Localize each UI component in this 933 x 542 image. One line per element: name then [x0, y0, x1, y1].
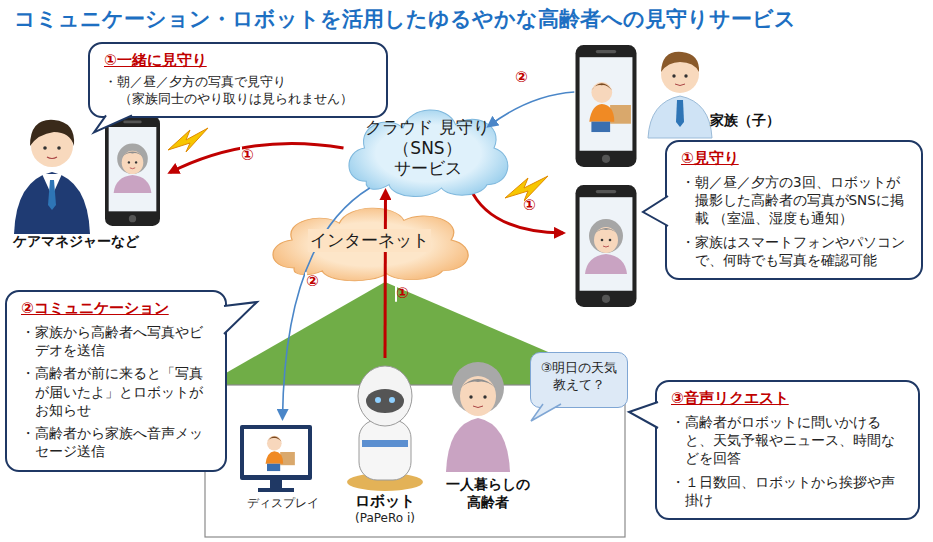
connector-arrow	[170, 143, 344, 172]
data-arrow	[470, 188, 563, 233]
node-text: (PaPeRo i)	[335, 511, 435, 525]
node-text: 家族（子）	[710, 112, 785, 130]
node-text: ・高齢者から家族へ音声メッセージ送信	[21, 424, 213, 460]
display-group: ディスプレイ	[235, 418, 330, 513]
speech-bubble: ③明日の天気 教えて？	[530, 352, 628, 408]
elderly-person	[446, 362, 510, 472]
elderly-group: 一人暮らしの 高齢者	[440, 362, 535, 512]
callout-tail	[529, 351, 530, 352]
display	[240, 425, 312, 492]
callout-number: ①	[395, 284, 397, 302]
node-text: ③明日の天気 教えて？	[537, 360, 621, 394]
signal-bolt	[505, 176, 548, 201]
callout-box: ②コミュニケーション・家族から高齢者へ写真やビデオを送信・高齢者が前に来ると「写…	[5, 290, 227, 472]
connector-arrow	[384, 191, 388, 358]
node-text: ・家族はスマートフォンやパソコンで、何時でも写真を確認可能	[681, 233, 909, 269]
node-text: ・１日数回、ロボットから挨拶や声掛け	[671, 473, 906, 509]
cloud-service: クラウド 見守り（SNS） サービス	[340, 98, 515, 198]
node-text: ・朝／昼／夕方の3回、ロボットが撮影した高齢者の写真がSNSに掲載 （室温、湿度…	[681, 173, 909, 228]
callout-number: ②	[305, 272, 307, 290]
family-person	[648, 52, 712, 138]
node-text: ・家族から高齢者へ写真やビデオを送信	[21, 323, 213, 359]
callout-heading: ①見守り	[681, 149, 909, 168]
connector-arrow	[283, 188, 370, 418]
callout-tail	[655, 380, 656, 381]
node-text: クラウド 見守り（SNS） サービス	[364, 117, 492, 178]
node-text: ディスプレイ	[235, 495, 330, 512]
callout-box: ③音声リクエスト・高齢者がロボットに問いかけると、天気予報やニュース、時間などを…	[655, 380, 920, 520]
callout-tail	[665, 140, 666, 141]
callout-number: ②	[514, 68, 516, 86]
callout-box: ①見守り・朝／昼／夕方の3回、ロボットが撮影した高齢者の写真がSNSに掲載 （室…	[665, 140, 923, 280]
callout-number: ①	[240, 146, 242, 164]
connector-arrow	[489, 92, 575, 126]
node-text: ロボット	[335, 492, 435, 511]
node-text: （家族同士のやり取りは見られません）	[104, 91, 374, 108]
callout-number: ①	[522, 196, 524, 214]
node-text: ・高齢者が前に来ると「写真が届いたよ」とロボットがお知らせ	[21, 364, 213, 419]
node-text: ・高齢者がロボットに問いかけると、天気予報やニュース、時間などを回答	[671, 413, 906, 468]
callout-heading: ③音声リクエスト	[671, 389, 906, 408]
callout-tail	[5, 290, 6, 291]
callout-heading: ①一緒に見守り	[104, 51, 374, 70]
callout-heading: ②コミュニケーション	[21, 299, 213, 318]
node-text: インターネット	[308, 229, 431, 252]
signal-bolt	[168, 128, 208, 152]
cloud-internet: インターネット	[262, 198, 477, 282]
node-text: ・朝／昼／夕方の写真で見守り	[104, 73, 374, 91]
robot	[347, 366, 423, 491]
care-manager	[14, 120, 90, 234]
care-manager-group: ケアマネジャーなど	[5, 105, 170, 255]
robot-group: ロボット(PaPeRo i)	[335, 358, 435, 533]
node-text: ケアマネジャーなど	[13, 233, 170, 251]
node-text: 一人暮らしの 高齢者	[440, 476, 535, 512]
callout-box: ①一緒に見守り・朝／昼／夕方の写真で見守り（家族同士のやり取りは見られません）	[88, 42, 388, 118]
callout-tail	[88, 42, 89, 43]
